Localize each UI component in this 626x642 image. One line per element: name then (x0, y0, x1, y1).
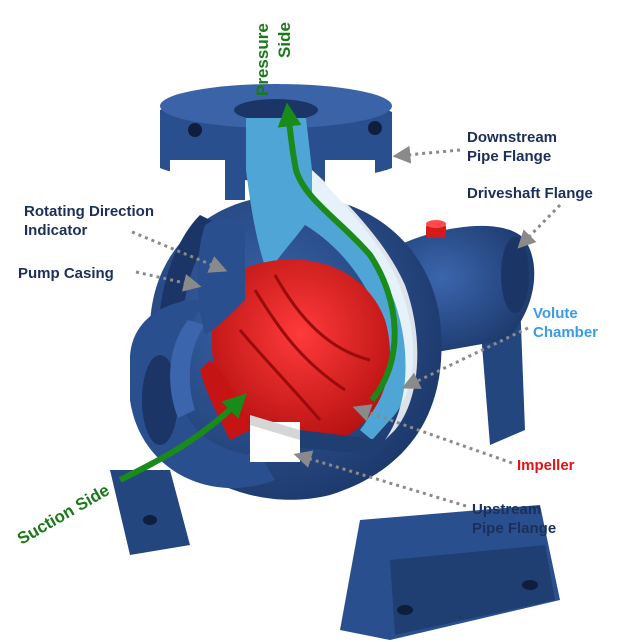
leader-driveshaft-flange (517, 203, 562, 249)
leader-upstream-pipe-flange (293, 450, 467, 508)
rotating-direction-indicator-line-2: Indicator (24, 222, 88, 239)
pump-casing-label: Pump Casing (18, 264, 114, 283)
pump-casing-text: Pump Casing (18, 265, 114, 282)
upstream-pipe-flange-label: Upstream Pipe Flange (472, 500, 556, 538)
leader-rotating-direction-indicator (131, 230, 228, 273)
downstream-pipe-flange-line-1: Downstream (467, 129, 558, 146)
suction-flange (130, 300, 380, 489)
suction-side-text: Suction Side (14, 480, 113, 549)
leader-volute-chamber (401, 326, 529, 389)
volute-chamber (246, 118, 418, 440)
pressure-side-label-line-2: Side (275, 22, 294, 58)
upstream-pipe-flange-line-1: Upstream (472, 501, 542, 518)
downstream-pipe-flange-line-2: Pipe Flange (467, 148, 552, 165)
volute-chamber-line-1: Volute (533, 305, 578, 322)
impeller-label: Impeller (517, 456, 575, 475)
rotating-direction-indicator-label: Rotating Direction Indicator (24, 202, 154, 240)
upstream-pipe-flange-line-2: Pipe Flange (472, 520, 557, 537)
pressure-side-label: Pressure Side (252, 0, 302, 96)
leader-lines (131, 145, 562, 508)
rotating-direction-indicator-line-1: Rotating Direction (24, 203, 154, 220)
driveshaft-flange-text: Driveshaft Flange (467, 185, 593, 202)
pressure-side-label-line-1: Pressure (253, 23, 272, 96)
suction-flow-arrow (118, 393, 247, 483)
volute-chamber-line-2: Chamber (533, 324, 599, 341)
suction-side-label: Suction Side (14, 470, 134, 549)
casing-left-wing (197, 218, 245, 335)
driveshaft-flange-label: Driveshaft Flange (467, 184, 593, 203)
impeller-text: Impeller (517, 457, 575, 474)
volute-chamber-label: Volute Chamber (533, 304, 598, 342)
downstream-pipe-flange-label: Downstream Pipe Flange (467, 128, 557, 166)
leader-downstream-pipe-flange (392, 145, 461, 164)
pressure-flow-arrow (277, 102, 398, 402)
